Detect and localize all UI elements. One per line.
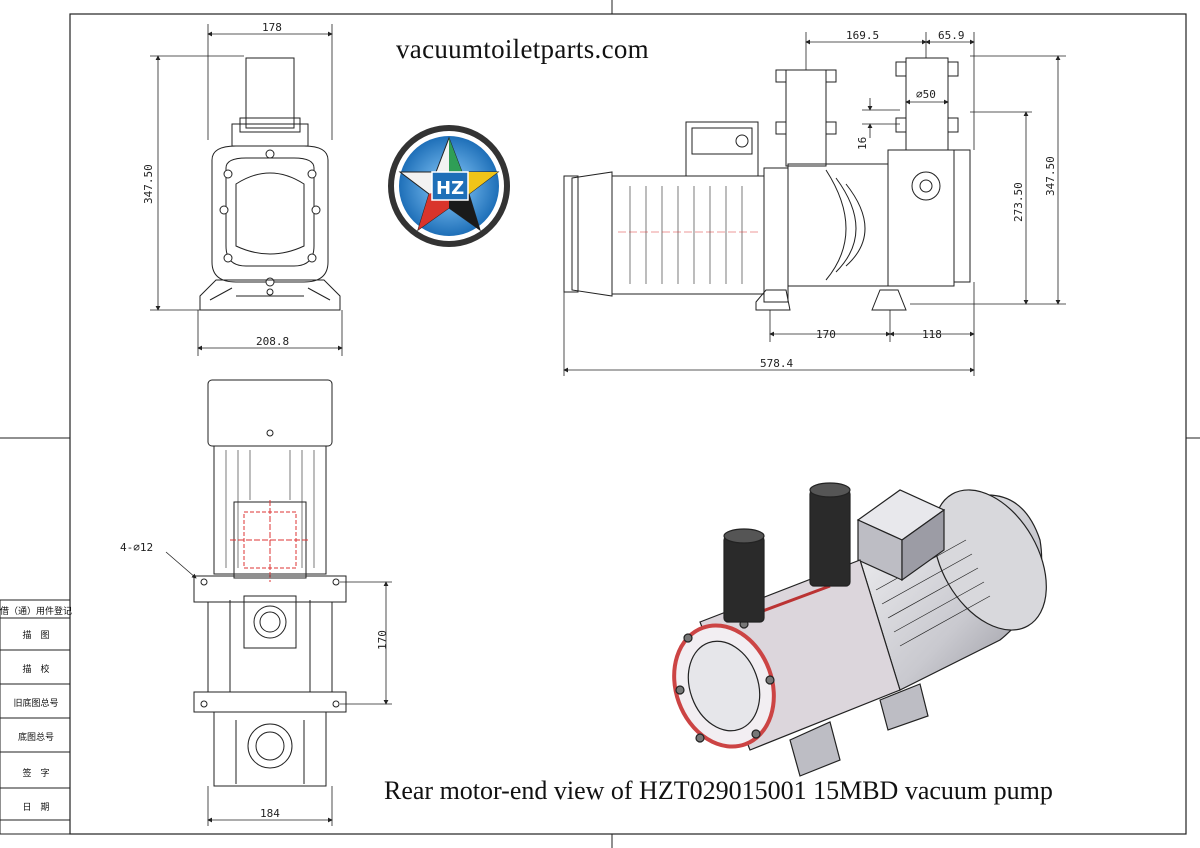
front-view — [199, 57, 341, 311]
title-block-row-0: 借（通）用件登记 — [0, 607, 73, 617]
dim-side-16: 16 — [856, 137, 869, 150]
top-view — [193, 379, 347, 787]
drawing-caption: Rear motor-end view of HZT029015001 15MB… — [384, 776, 1053, 805]
dim-side-118: 118 — [922, 328, 942, 341]
svg-text:HZ: HZ — [436, 178, 464, 199]
dim-side-65-9: 65.9 — [938, 29, 965, 42]
website-watermark: vacuumtoiletparts.com — [396, 34, 649, 64]
title-block-row-4: 底图总号 — [17, 733, 54, 743]
dim-side-dia50: ∅50 — [916, 88, 936, 101]
title-block — [0, 599, 71, 835]
side-view — [563, 57, 971, 311]
title-block-row-3: 旧底图总号 — [13, 699, 59, 709]
dim-side-347-5: 347.50 — [1044, 156, 1057, 196]
title-block-row-6: 日 期 — [22, 803, 50, 813]
dim-front-base: 208.8 — [256, 335, 289, 348]
brand-logo: HZ — [388, 125, 510, 247]
dim-front-178: 178 — [262, 21, 282, 34]
dim-side-169-5: 169.5 — [846, 29, 879, 42]
dim-side-total: 578.4 — [760, 357, 793, 370]
pump-3d-render — [672, 482, 1047, 777]
dim-front-height: 347.50 — [142, 164, 155, 204]
dim-bottom-170: 170 — [376, 630, 389, 650]
title-block-row-2: 描 校 — [22, 665, 50, 675]
dim-side-273-5: 273.50 — [1012, 182, 1025, 222]
title-block-row-1: 描 图 — [22, 631, 50, 641]
sheet-border — [69, 13, 1187, 835]
dim-side-170: 170 — [816, 328, 836, 341]
dim-bottom-184: 184 — [260, 807, 280, 820]
title-block-row-5: 签 字 — [22, 769, 50, 779]
dim-bottom-holes: 4-∅12 — [120, 541, 153, 554]
